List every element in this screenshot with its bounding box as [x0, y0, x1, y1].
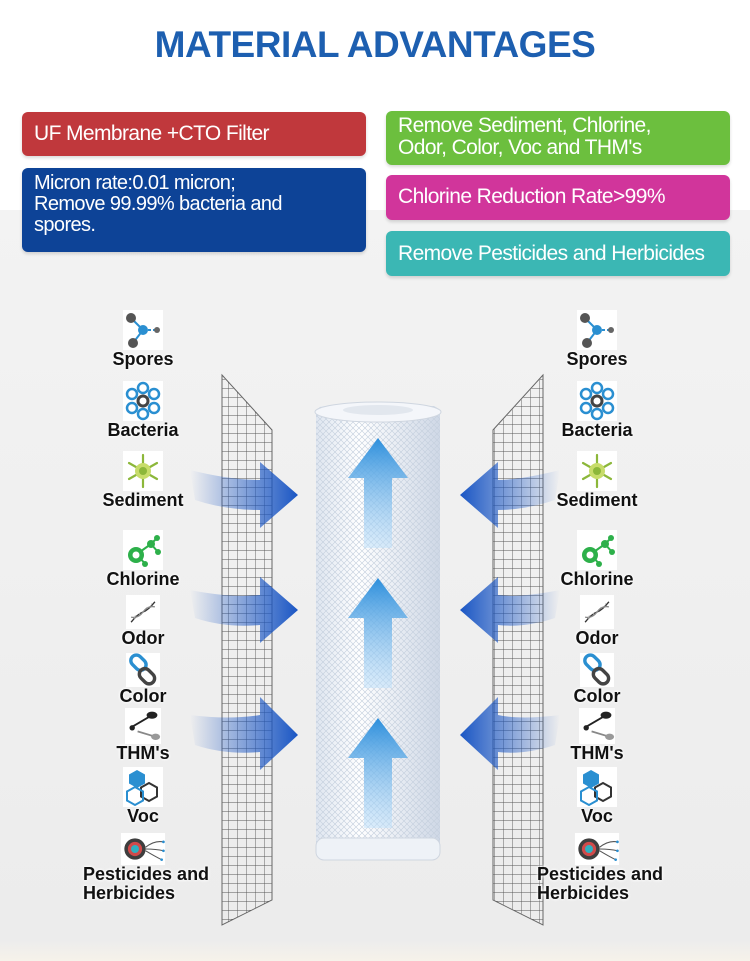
contaminant-thms-left: THM's — [73, 708, 213, 763]
contaminant-color-left: Color — [73, 653, 213, 706]
contaminant-color-right: Color — [527, 653, 667, 706]
arrow-right-top — [460, 462, 560, 528]
thm-icon — [577, 708, 617, 744]
contaminant-sediment-right: Sediment — [527, 451, 667, 510]
remove-line2: Odor, Color, Voc and THM's — [398, 136, 642, 159]
contaminant-voc-left: Voc — [73, 767, 213, 826]
contaminant-label: Color — [119, 686, 167, 706]
contaminant-spores-right: Spores — [527, 310, 667, 369]
sediment-icon — [577, 451, 617, 491]
contaminant-odor-left: Odor — [73, 595, 213, 648]
contaminant-label: Bacteria — [107, 420, 179, 440]
contaminant-label-line1: Pesticides and — [83, 864, 210, 884]
dna-icon — [123, 595, 163, 629]
contaminant-label: Spores — [112, 349, 174, 369]
micron-rate-line1: Micron rate:0.01 micron; — [34, 172, 236, 194]
contaminant-label: Voc — [127, 806, 159, 826]
contaminant-label-line2: Herbicides — [83, 883, 176, 903]
sediment-icon — [123, 451, 163, 491]
contaminant-label: Color — [573, 686, 621, 706]
contaminant-label-line1: Pesticides and — [537, 864, 664, 884]
contaminant-label: Voc — [581, 806, 613, 826]
arrow-right-bottom — [460, 697, 560, 770]
thm-icon — [123, 708, 163, 744]
filter-cartridge — [314, 401, 442, 861]
contaminant-thms-right: THM's — [527, 708, 667, 763]
chain-link-icon — [123, 653, 163, 687]
chlorine-icon — [123, 530, 163, 570]
remove-pesticides-box: Remove Pesticides and Herbicides — [386, 231, 730, 276]
hexagon-icon — [577, 767, 617, 807]
micron-rate-line3: spores. — [34, 214, 96, 236]
contaminant-label: Sediment — [556, 490, 638, 510]
uf-membrane-text: UF Membrane +CTO Filter — [34, 122, 270, 145]
chlorine-icon — [577, 530, 617, 570]
chlorine-reduction-text: Chlorine Reduction Rate>99% — [398, 185, 665, 208]
contaminant-label: Sediment — [102, 490, 184, 510]
uf-membrane-box: UF Membrane +CTO Filter — [22, 112, 366, 156]
virus-icon — [118, 833, 168, 865]
contaminant-label: Odor — [575, 628, 619, 648]
chlorine-reduction-box: Chlorine Reduction Rate>99% — [386, 175, 730, 220]
contaminant-label-line2: Herbicides — [537, 883, 630, 903]
contaminant-label: Chlorine — [560, 569, 634, 589]
contaminant-bacteria-left: Bacteria — [73, 381, 213, 440]
contaminant-odor-right: Odor — [527, 595, 667, 648]
contaminant-voc-right: Voc — [527, 767, 667, 826]
virus-icon — [572, 833, 622, 865]
molecule-icon — [577, 310, 617, 350]
micron-rate-line2: Remove 99.99% bacteria and — [34, 193, 283, 215]
page-title: MATERIAL ADVANTAGES — [154, 24, 596, 65]
contaminant-label: Chlorine — [106, 569, 180, 589]
contaminant-sediment-left: Sediment — [73, 451, 213, 510]
chain-link-icon — [577, 653, 617, 687]
remove-line1: Remove Sediment, Chlorine, — [398, 114, 651, 137]
bacteria-ring-icon — [577, 381, 617, 421]
arrow-right-middle — [460, 577, 560, 643]
molecule-icon — [123, 310, 163, 350]
arrow-left-middle — [190, 577, 298, 643]
contaminant-label: THM's — [116, 743, 170, 763]
remove-contaminants-box: Remove Sediment, Chlorine, Odor, Color, … — [386, 111, 730, 165]
dna-icon — [577, 595, 617, 629]
arrow-left-bottom — [190, 697, 298, 770]
contaminant-label: Bacteria — [561, 420, 633, 440]
contaminant-pesticides-right: Pesticides and Herbicides — [527, 833, 667, 903]
contaminant-label: Odor — [121, 628, 165, 648]
hexagon-icon — [123, 767, 163, 807]
contaminant-label: THM's — [570, 743, 624, 763]
bacteria-ring-icon — [123, 381, 163, 421]
contaminant-bacteria-right: Bacteria — [527, 381, 667, 440]
remove-pesticides-text: Remove Pesticides and Herbicides — [398, 242, 705, 265]
contaminant-label: Spores — [566, 349, 628, 369]
contaminant-chlorine-right: Chlorine — [527, 530, 667, 589]
contaminant-pesticides-left: Pesticides and Herbicides — [73, 833, 213, 903]
arrow-left-top — [190, 462, 298, 528]
micron-rate-box: Micron rate:0.01 micron; Remove 99.99% b… — [22, 168, 366, 252]
contaminant-chlorine-left: Chlorine — [73, 530, 213, 589]
contaminant-spores-left: Spores — [73, 310, 213, 369]
